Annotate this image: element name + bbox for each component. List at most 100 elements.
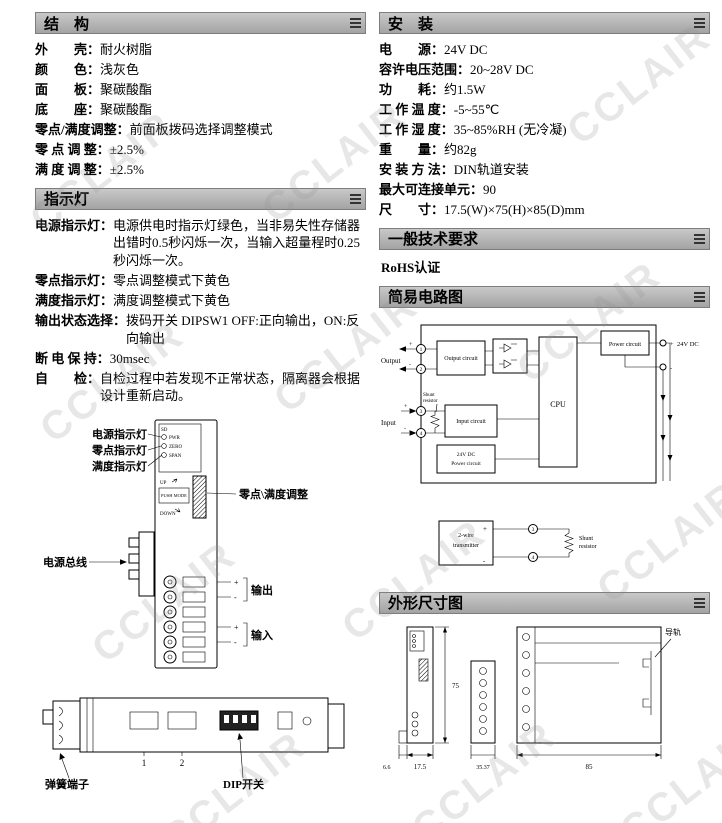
spec-value: 拨码开关 DIPSW1 OFF:正向输出，ON:反向输出 <box>126 313 360 346</box>
minus-sign: - <box>409 362 411 368</box>
shunt-resistor-label: resistor <box>423 399 438 404</box>
spec-row: 满度指示灯：满度调整模式下黄色 <box>35 292 366 310</box>
spec-value: 零点调整模式下黄色 <box>113 272 231 288</box>
label-span-led: 满度指示灯 <box>92 459 147 473</box>
section-title: 简易电路图 <box>388 290 464 307</box>
shunt-resistor-label: resistor <box>579 544 597 550</box>
minus-sign: - <box>670 365 672 372</box>
spec-value: ±2.5% <box>109 162 144 178</box>
header-ornament <box>694 18 705 28</box>
spec-row: 最大可连接单元：90 <box>379 181 710 199</box>
supply-voltage-label: 24V DC <box>677 341 699 348</box>
spec-label: 重 量： <box>379 142 445 158</box>
spec-row: 容许电压范围：20~28V DC <box>379 61 710 79</box>
power-bus-leader <box>89 558 127 565</box>
dim-terminal-view <box>470 660 496 744</box>
spec-label: 尺 寸： <box>379 202 445 218</box>
spec-value: ±2.5% <box>109 142 144 158</box>
spec-row: 底 座：聚碳酸酯 <box>35 101 366 119</box>
header-ornament <box>694 233 705 244</box>
output-circuit-label: Output circuit <box>444 356 478 362</box>
spec-label: 零点指示灯： <box>35 272 114 288</box>
spec-value: DIN轨道安装 <box>453 162 529 178</box>
spec-label: 功 耗： <box>379 82 445 98</box>
spec-value: 30msec <box>109 350 150 366</box>
terminal-screws <box>163 575 206 664</box>
spec-value: 浅灰色 <box>100 62 140 78</box>
spec-row: 电 源：24V DC <box>379 41 710 59</box>
spec-row: 尺 寸：17.5(W)×75(H)×85(D)mm <box>379 201 710 219</box>
spec-label: 电 源： <box>379 42 445 57</box>
spring-terminal-leader <box>59 752 70 778</box>
plus-sign: + <box>404 404 408 410</box>
transmitter-label: transmitter <box>453 543 479 549</box>
spec-row: 输出状态选择：拨码开关 DIPSW1 OFF:正向输出，ON:反向输出 <box>35 312 366 347</box>
module-side-body <box>42 697 345 753</box>
spec-row: 工 作 温 度：-5~55℃ <box>379 101 710 119</box>
section-install: 安 装 电 源：24V DC 容许电压范围：20~28V DC 功 耗：约1.5… <box>379 12 710 219</box>
opto-isolator-symbols <box>499 343 517 369</box>
spec-value: 耐火树脂 <box>100 42 153 57</box>
spec-row: 安 装 方 法：DIN轨道安装 <box>379 161 710 179</box>
spec-value: 约82g <box>444 142 477 158</box>
spec-label: 工 作 温 度： <box>379 102 454 118</box>
adjuster-up-label: UP <box>160 481 167 486</box>
header-ornament <box>350 193 361 204</box>
shunt-resistor-symbol <box>430 403 440 433</box>
minus-sign: - <box>234 638 237 647</box>
label-input: 输入 <box>251 628 273 642</box>
header-ornament <box>694 291 705 302</box>
rail-leader-line <box>654 638 672 658</box>
section-install-header: 安 装 <box>379 12 710 34</box>
spec-label: 外 壳： <box>35 42 101 57</box>
slot2-label: 2 <box>180 758 185 768</box>
section-dimension-header: 外形尺寸图 <box>379 591 710 614</box>
dimension-diagram: 17.5 6.6 75 <box>383 626 681 771</box>
spec-row: 外 壳：耐火树脂 <box>35 41 366 59</box>
spec-label: 面 板： <box>35 82 101 98</box>
terminal-number: 3 <box>532 527 535 533</box>
spec-label: 电源指示灯： <box>35 217 114 233</box>
circuit-output-label: Output <box>381 357 401 365</box>
spec-label: 自 检： <box>35 370 101 386</box>
spec-label: 零 点 调 整： <box>35 142 110 158</box>
spec-row: 零 点 调 整：±2.5% <box>35 141 366 159</box>
spec-row: 满 度 调 整：±2.5% <box>35 161 366 179</box>
input-circuit-box <box>444 404 498 438</box>
spec-row: 零点指示灯：零点调整模式下黄色 <box>35 272 366 290</box>
spec-value: 35~85%RH (无冷凝) <box>453 122 567 138</box>
terminal-number: 3 <box>420 409 423 415</box>
wire <box>425 348 437 370</box>
spec-label: 满 度 调 整： <box>35 162 110 178</box>
minus-sign: - <box>404 426 406 432</box>
mode-adjuster: UP PUSH MODE DOWN <box>158 475 207 519</box>
rohs-certification: RoHS认证 <box>381 259 441 275</box>
led-label-span: SPAN <box>169 454 182 459</box>
dim-side-view <box>516 626 662 744</box>
section-circuit-header: 简易电路图 <box>379 285 710 308</box>
spec-value: 聚碳酸酯 <box>100 82 153 98</box>
led-label-pwr: PWR <box>169 436 181 441</box>
spec-label: 容许电压范围： <box>379 62 471 78</box>
section-structure-header: 结 构 <box>35 12 366 34</box>
led-label-zero: ZERO <box>169 445 182 450</box>
output-terminals <box>416 343 426 374</box>
dim-depth <box>516 744 662 759</box>
spec-value: 自检过程中若发现不正常状态，隔离器会根据设计重新启动。 <box>100 370 361 404</box>
circuit-input-label: Input <box>381 419 396 427</box>
spec-label: 底 座： <box>35 102 101 118</box>
dc-power-circuit-box <box>436 444 496 474</box>
spec-value: 17.5(W)×75(H)×85(D)mm <box>444 202 585 218</box>
terminal-number: 4 <box>420 431 423 437</box>
dim-mid-value: 35.37 <box>476 765 490 771</box>
spec-label: 满度指示灯： <box>35 293 114 309</box>
section-structure: 结 构 外 壳：耐火树脂 颜 色：浅灰色 面 板：聚碳酸酯 底 座：聚碳酸酯 零… <box>35 12 366 179</box>
spec-row: 面 板：聚碳酸酯 <box>35 81 366 99</box>
adjuster-down-label: DOWN <box>160 512 176 517</box>
isolator-box <box>492 338 528 374</box>
power-circuit-label: Power circuit <box>609 342 641 348</box>
label-spring-terminal: 弹簧端子 <box>45 777 89 791</box>
spec-label: 断 电 保 持： <box>35 350 110 366</box>
section-indicator: 指示灯 电源指示灯：电源供电时指示灯绿色，当非易失性存储器出错时0.5秒闪烁一次… <box>35 187 366 405</box>
dim-height <box>435 626 449 744</box>
